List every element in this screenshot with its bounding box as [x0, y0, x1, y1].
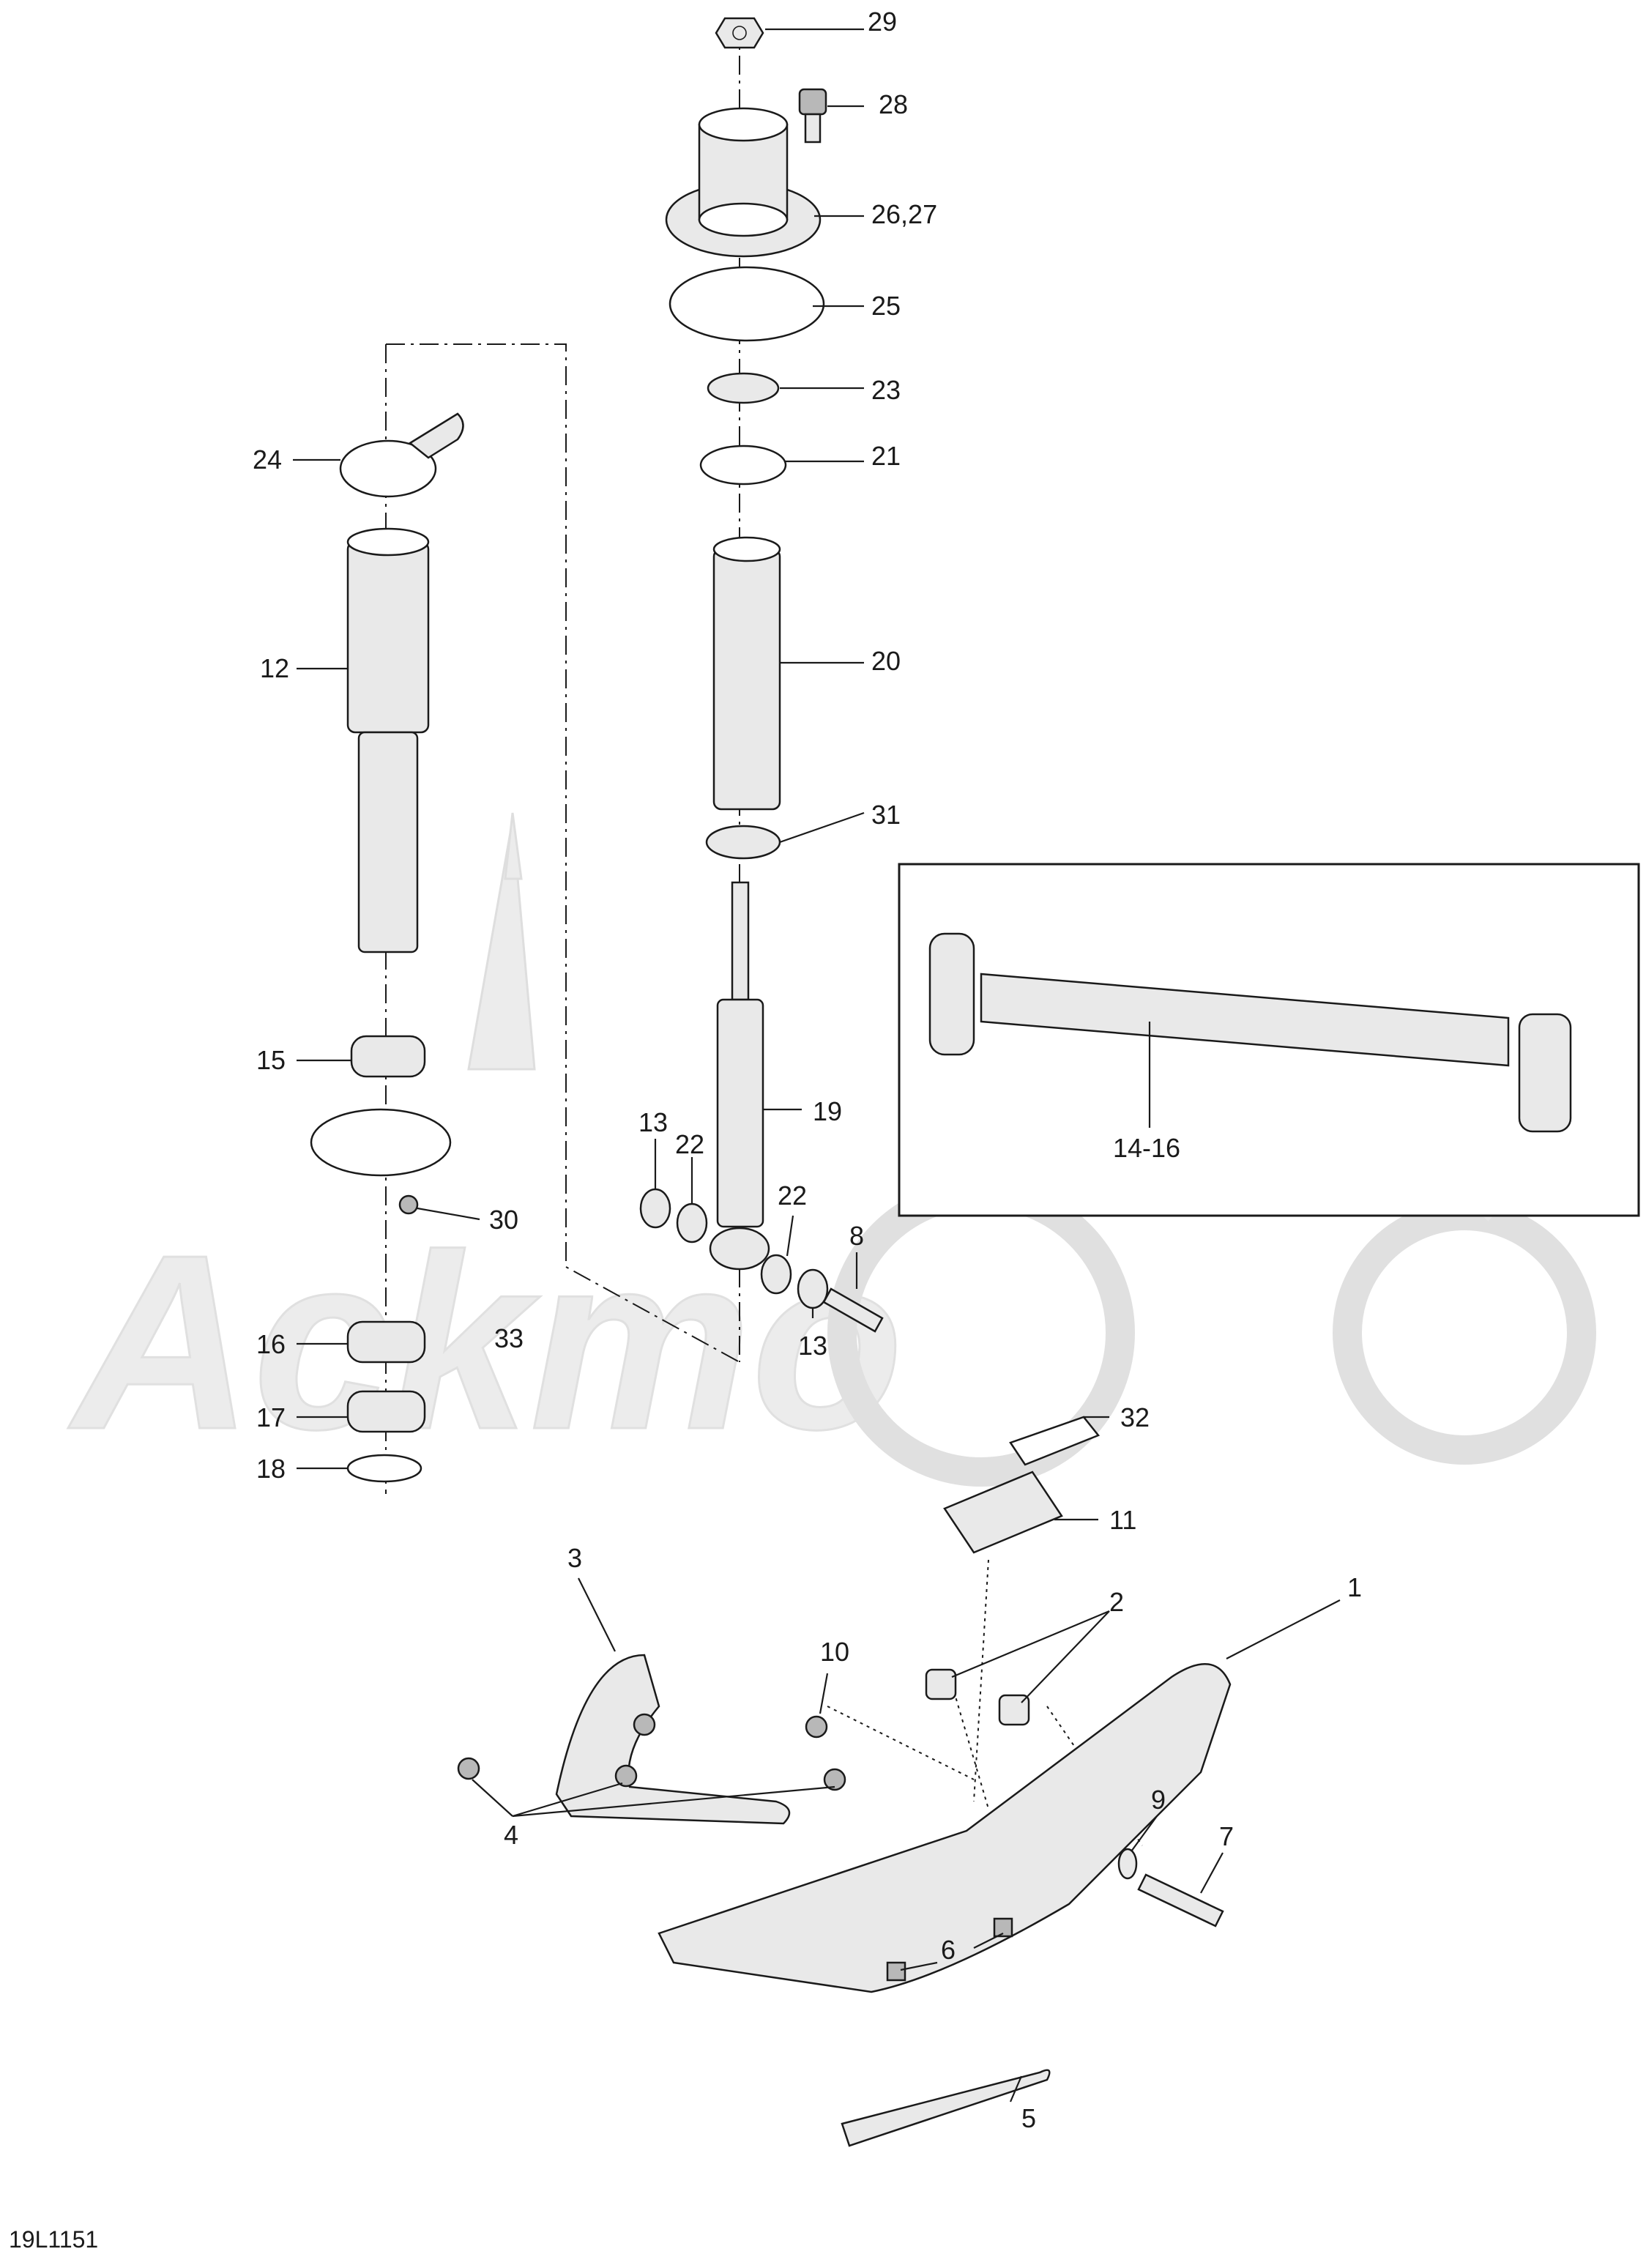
callout-25: 25	[871, 291, 901, 321]
callout-16: 16	[256, 1329, 286, 1359]
callout-17: 17	[256, 1402, 286, 1432]
nut-part-29	[715, 17, 764, 49]
diagram-reference-code: 19L1151	[9, 2226, 99, 2253]
callout-6: 6	[941, 1935, 956, 1965]
leader-lines	[293, 28, 1341, 2102]
bolt-part-4d	[633, 1713, 656, 1736]
inset-axle-frame	[898, 863, 1640, 1217]
callout-29: 29	[868, 7, 897, 37]
callout-11: 11	[1109, 1505, 1136, 1535]
washer-part-23	[707, 372, 780, 404]
callouts: 29 28 26,27 25 23 24 21 12 20 31 15 19 1…	[253, 7, 1362, 2133]
bolt-part-4b	[614, 1764, 638, 1788]
callout-9: 9	[1151, 1785, 1166, 1815]
bolt-part-8	[822, 1287, 884, 1333]
callout-21: 21	[871, 441, 901, 471]
callout-20: 20	[871, 646, 901, 676]
callout-3: 3	[567, 1543, 582, 1573]
callout-31: 31	[871, 800, 901, 830]
bushing-part-16	[346, 1320, 426, 1364]
spring-part-20	[712, 536, 781, 811]
callout-22-right: 22	[778, 1181, 807, 1211]
snap-ring-part-18	[346, 1454, 422, 1483]
callout-23: 23	[871, 375, 901, 405]
ski-part-1	[658, 1662, 1232, 1993]
callout-7: 7	[1219, 1821, 1234, 1851]
shock-absorber-part-19	[709, 881, 770, 1271]
callout-33: 33	[494, 1323, 524, 1353]
callout-15: 15	[256, 1045, 286, 1075]
callout-10: 10	[820, 1637, 849, 1667]
spring-seat-part-31	[705, 825, 781, 860]
handle-part-3	[555, 1654, 791, 1825]
bushing-part-17	[346, 1390, 426, 1433]
callout-14-16: 14-16	[1113, 1133, 1180, 1163]
runner-part-5	[841, 2069, 1051, 2147]
circlip-part-25	[669, 266, 825, 342]
watermark-text: Ackmo	[65, 1203, 903, 1481]
callout-4: 4	[504, 1820, 518, 1850]
callout-28: 28	[879, 89, 908, 119]
steering-tube-part-12	[346, 527, 430, 953]
plate-part-32	[1009, 1416, 1101, 1466]
callout-1: 1	[1347, 1572, 1362, 1602]
callout-24: 24	[253, 445, 282, 475]
callout-2: 2	[1109, 1587, 1124, 1617]
bushing-part-15	[350, 1035, 426, 1078]
callout-13-upper: 13	[638, 1107, 668, 1137]
top-cap-part-26-27	[665, 107, 822, 258]
bolt-part-7	[1137, 1873, 1224, 1927]
callout-5: 5	[1021, 2103, 1036, 2133]
mount-plate	[310, 1108, 452, 1177]
callout-22-left: 22	[675, 1129, 704, 1159]
bolt-part-4a	[457, 1757, 480, 1780]
grease-fitting-part-30	[398, 1194, 419, 1215]
spacer-part-2a	[925, 1668, 957, 1700]
nut-part-10	[805, 1715, 828, 1739]
bolt-part-28	[798, 88, 827, 144]
callout-30: 30	[489, 1205, 518, 1235]
callout-12: 12	[260, 653, 289, 683]
nut-part-6a	[886, 1961, 906, 1982]
washer-part-9	[1117, 1848, 1138, 1880]
callout-26-27: 26,27	[871, 199, 937, 229]
block-part-11	[943, 1471, 1063, 1554]
callout-13-lower: 13	[798, 1331, 827, 1361]
callout-19: 19	[813, 1096, 842, 1126]
bolt-part-4c	[823, 1768, 846, 1791]
callout-32: 32	[1120, 1402, 1150, 1432]
wrench-part-24	[339, 412, 464, 498]
callout-8: 8	[849, 1221, 864, 1251]
callout-18: 18	[256, 1454, 286, 1484]
ring-part-21	[699, 445, 787, 486]
